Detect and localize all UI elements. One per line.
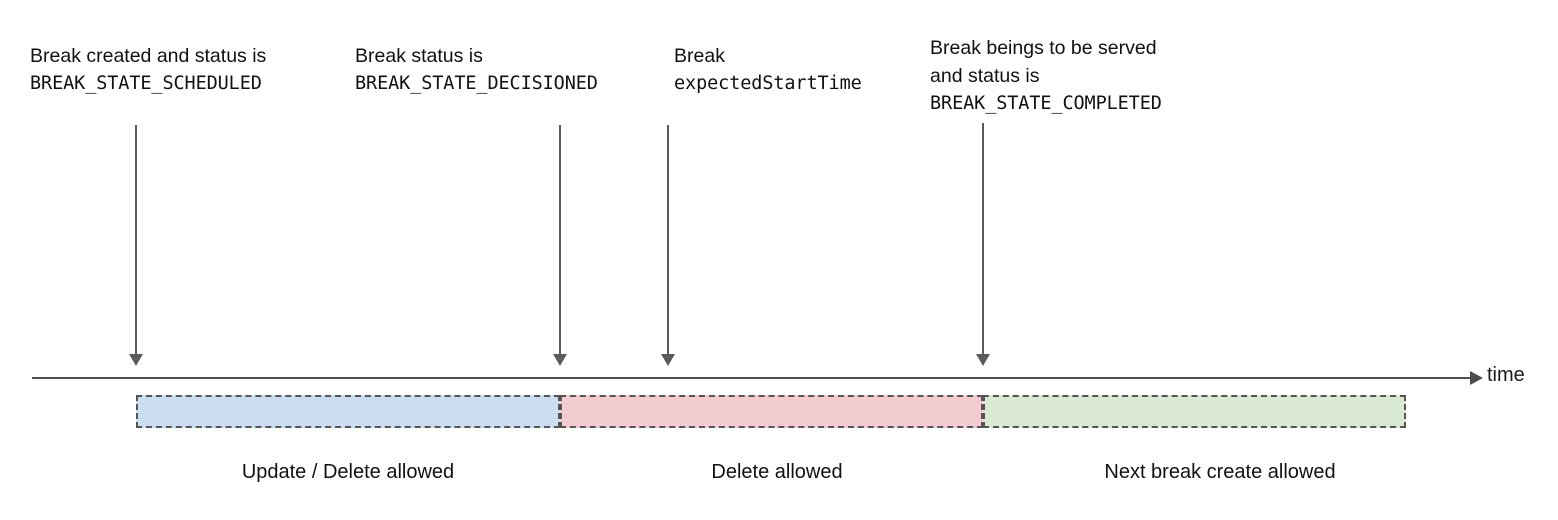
event-arrow-break-decisioned — [553, 125, 567, 366]
event-label-break-completed: Break beings to be served and status is … — [930, 34, 1162, 118]
event-label-break-decisioned: Break status is BREAK_STATE_DECISIONED — [355, 42, 598, 98]
event-label-line-1: Break beings to be served — [930, 37, 1157, 59]
phase-caption-next-break-create-allowed: Next break create allowed — [1104, 461, 1336, 483]
event-label-line-1: Break — [674, 45, 725, 67]
event-arrow-break-expected-start-time — [661, 125, 675, 366]
event-label-break-created: Break created and status is BREAK_STATE_… — [30, 42, 266, 98]
phase-bar-delete-allowed — [560, 395, 983, 428]
arrow-shaft — [559, 125, 561, 355]
arrow-shaft — [667, 125, 669, 355]
event-arrow-break-created — [129, 125, 143, 366]
phase-bar-update-delete-allowed — [136, 395, 560, 428]
arrow-shaft — [135, 125, 137, 355]
phase-caption-delete-allowed: Delete allowed — [711, 461, 843, 483]
arrow-head-down-icon — [661, 354, 675, 366]
event-label-line-2: expectedStartTime — [674, 73, 862, 94]
phase-bar-next-break-create-allowed — [983, 395, 1406, 428]
event-label-line-2: and status is — [930, 65, 1040, 87]
event-label-line-2: BREAK_STATE_SCHEDULED — [30, 73, 262, 94]
arrow-shaft — [982, 123, 984, 355]
timeline-axis — [32, 377, 1470, 379]
timeline-axis-label: time — [1487, 364, 1525, 386]
arrow-head-down-icon — [553, 354, 567, 366]
arrow-head-down-icon — [129, 354, 143, 366]
event-label-line-1: Break created and status is — [30, 45, 267, 67]
event-label-break-expected-start-time: Break expectedStartTime — [674, 42, 862, 98]
arrow-head-down-icon — [976, 354, 990, 366]
event-label-line-3: BREAK_STATE_COMPLETED — [930, 93, 1162, 114]
event-arrow-break-completed — [976, 123, 990, 366]
event-label-line-2: BREAK_STATE_DECISIONED — [355, 73, 598, 94]
phase-caption-update-delete-allowed: Update / Delete allowed — [241, 461, 455, 483]
event-label-line-1: Break status is — [355, 45, 483, 67]
arrow-head-right-icon — [1470, 371, 1483, 385]
